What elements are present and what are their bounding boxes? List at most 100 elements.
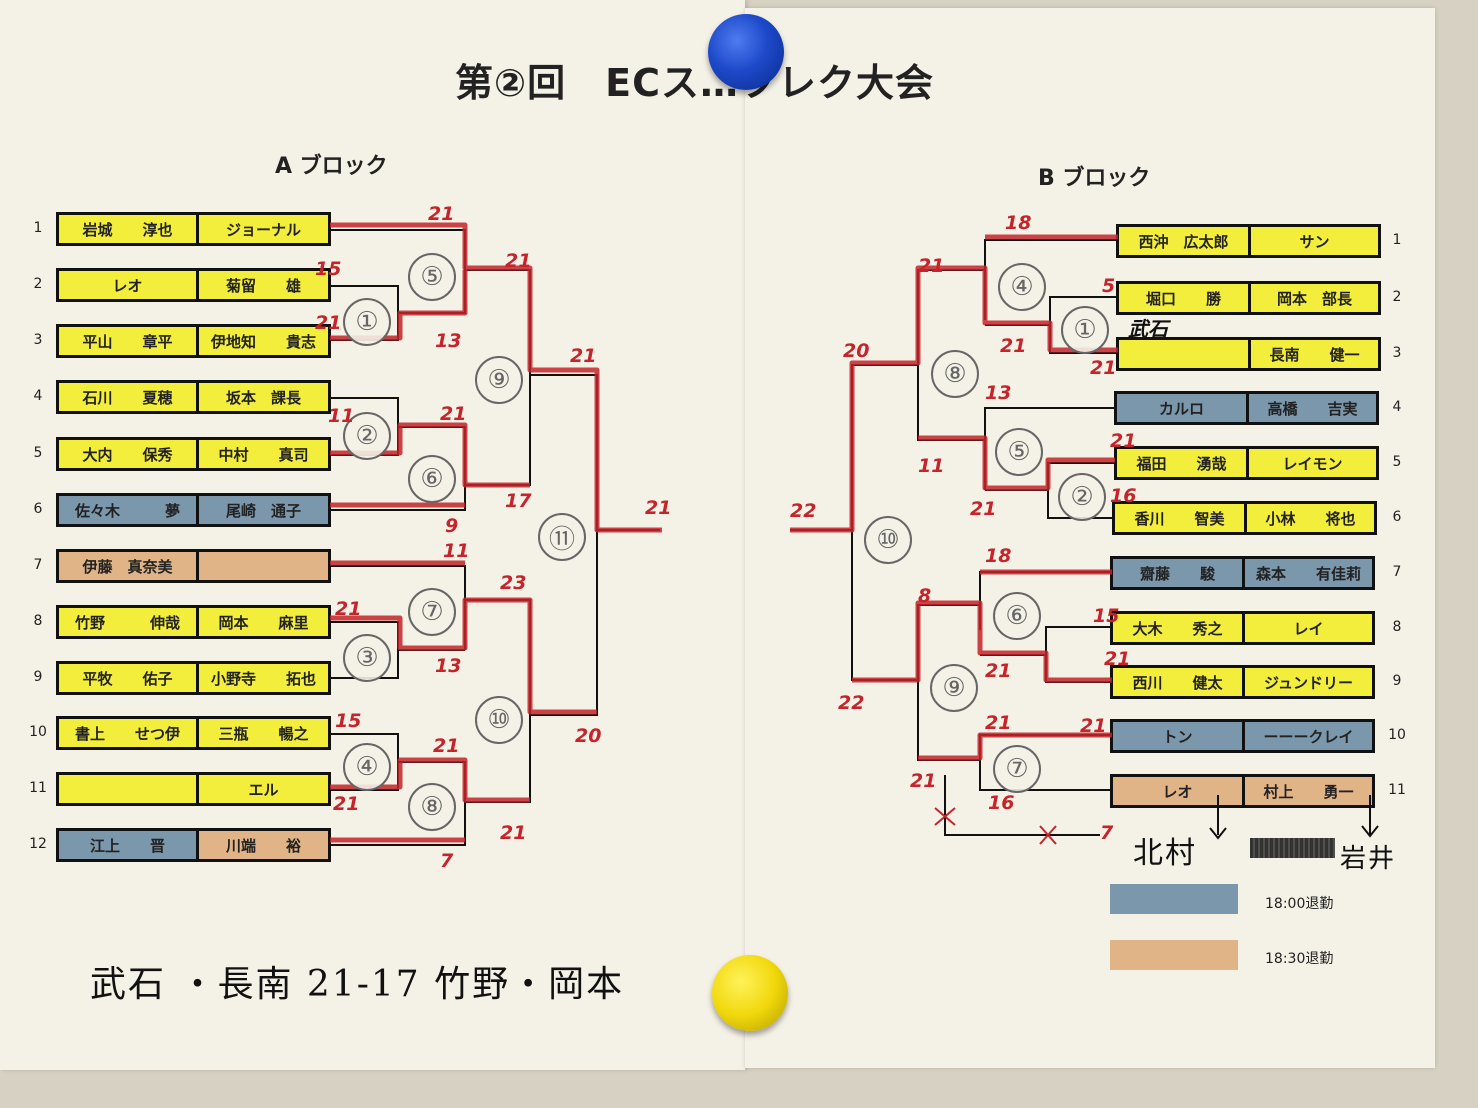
legend-swatch-blue [1110,884,1238,914]
team-entry: 齋藤 駿森本 有佳莉 [1110,556,1375,590]
seed-number: 8 [1392,619,1402,635]
player-two: 小野寺 拓也 [195,664,328,692]
team-entry: 岩城 淳也ジョーナル [56,212,331,246]
score: 21 [315,312,342,334]
seed-number: 10 [1388,727,1406,743]
player-two: ジョーナル [195,215,328,243]
player-one: 齋藤 駿 [1113,559,1242,587]
team-entry: レオ村上 勇一 [1110,774,1375,808]
player-two: ジュンドリー [1241,668,1372,696]
score: 21 [918,255,945,277]
score: 16 [988,792,1015,814]
score: 11 [328,405,355,427]
score: 18 [1005,212,1032,234]
team-entry: 江上 晋川端 裕 [56,828,331,862]
score: 21 [1090,357,1117,379]
match-number: ⑤ [408,253,456,301]
match-number: ⑥ [993,592,1041,640]
seed-number: 6 [1392,509,1402,525]
seed-number: 8 [33,613,43,629]
match-number: ① [1061,306,1109,354]
player-two: 小林 将也 [1243,504,1374,532]
match-number: ⑧ [408,783,456,831]
player-two: 村上 勇一 [1241,777,1372,805]
bracket-line [530,374,598,716]
score: 15 [315,258,342,280]
legend-label-1800: 18:00退勤 [1265,896,1334,912]
arrow-mark [1209,795,1227,840]
winner-path [330,757,530,803]
score: 21 [910,770,937,792]
score: 21 [645,497,672,519]
score: 5 [1102,275,1116,297]
note-sub-11: 岩井 [1340,844,1397,874]
player-two: レイモン [1245,449,1376,477]
score: 13 [985,382,1012,404]
player-one: 書上 せつ伊 [59,719,196,747]
score: 9 [445,515,459,537]
player-one: 平牧 佑子 [59,664,196,692]
player-one: 西沖 広太郎 [1119,227,1248,255]
player-one: レオ [59,271,196,299]
match-number: ⑪ [538,513,586,561]
score: 13 [435,330,462,352]
score: 21 [440,403,467,425]
team-entry: 大内 保秀中村 真司 [56,437,331,471]
team-entry: カルロ高橋 吉実 [1114,391,1379,425]
player-one: 大木 秀之 [1113,614,1242,642]
match-number: ④ [343,743,391,791]
winner-path [918,732,1112,761]
team-entry: 長南 健一 [1116,337,1381,371]
seed-number: 3 [33,332,43,348]
note-added-name: 武石 [1128,317,1168,341]
team-entry: 西川 健太ジュンドリー [1110,665,1375,699]
score: 21 [985,660,1012,682]
player-two: レイ [1241,614,1372,642]
team-entry: 大木 秀之レイ [1110,611,1375,645]
player-two [195,552,328,580]
seed-number: 11 [29,780,47,796]
player-one: 江上 晋 [59,831,196,859]
yellow-magnet [712,955,788,1031]
player-two: 岡本 部長 [1247,284,1378,312]
score: 8 [918,585,932,607]
score: 18 [985,545,1012,567]
score: 21 [970,498,997,520]
player-two: エル [195,775,328,803]
team-entry: 書上 せつ伊三瓶 暢之 [56,716,331,750]
match-number: ⑨ [930,664,978,712]
score: 11 [918,455,945,477]
seed-number: 6 [33,501,43,517]
player-one: 岩城 淳也 [59,215,196,243]
cross-mark [934,807,956,826]
score: 21 [505,250,532,272]
blue-magnet [708,14,784,90]
seed-number: 5 [1392,454,1402,470]
score: 15 [335,710,362,732]
score: 7 [1100,822,1114,844]
score: 21 [570,345,597,367]
score: 21 [333,793,360,815]
team-entry: 平山 章平伊地知 貴志 [56,324,331,358]
player-two: 菊留 雄 [195,271,328,299]
cross-mark [1039,825,1057,845]
team-entry: 竹野 伸哉岡本 麻里 [56,605,331,639]
scribble [1250,838,1335,858]
page-title: 第②回 ECス…ツレク大会 [455,61,935,105]
winner-path [852,600,1112,683]
team-entry: トンーーークレイ [1110,719,1375,753]
seed-number: 4 [33,388,43,404]
seed-number: 7 [1392,564,1402,580]
score: 7 [440,850,454,872]
score: 21 [1104,648,1131,670]
match-number: ② [343,412,391,460]
score: 17 [505,490,532,512]
paper-left [0,0,745,1070]
team-entry: 伊藤 真奈美 [56,549,331,583]
seed-number: 4 [1392,399,1402,415]
score: 21 [1110,430,1137,452]
seed-number: 1 [1392,232,1402,248]
score: 13 [435,655,462,677]
player-one: 西川 健太 [1113,668,1242,696]
